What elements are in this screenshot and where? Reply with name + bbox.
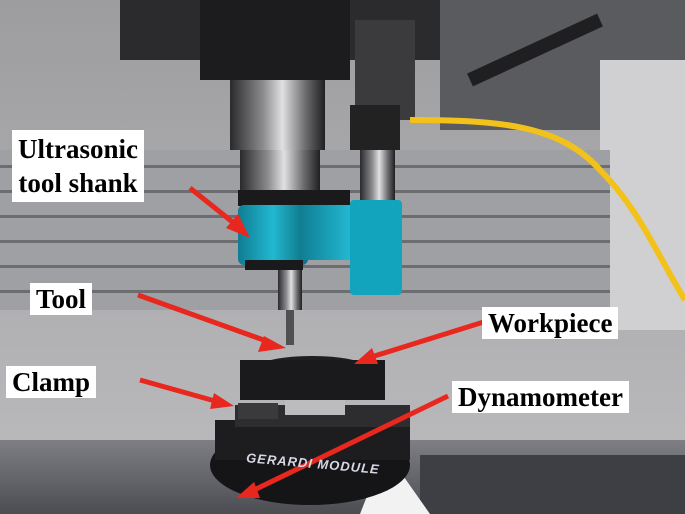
workpiece-body <box>240 360 385 400</box>
transducer-box <box>350 200 402 295</box>
clamp-block <box>238 403 278 419</box>
yellow-cable <box>409 117 685 302</box>
label-dynamometer: Dynamometer <box>452 381 629 413</box>
side-bracket <box>355 20 415 120</box>
spindle-nose <box>240 150 320 195</box>
tool-bit <box>286 310 294 345</box>
label-workpiece: Workpiece <box>482 307 619 339</box>
right-wall <box>600 60 685 330</box>
label-ultrasonic-line1: Ultrasonic <box>18 134 138 164</box>
annotation-arrows <box>137 186 491 498</box>
label-ultrasonic-line2: tool shank <box>18 168 138 198</box>
table-slots <box>420 455 685 514</box>
side-connector <box>350 105 400 150</box>
tool-collet <box>278 270 302 310</box>
label-clamp: Clamp <box>6 366 97 398</box>
ultrasonic-holder <box>238 205 308 265</box>
spindle-sleeve <box>230 80 325 150</box>
label-ultrasonic-tool-shank: Ultrasonic tool shank <box>12 130 144 202</box>
clamp-plate <box>235 405 410 427</box>
label-tool: Tool <box>30 283 93 315</box>
black-hose <box>467 13 603 87</box>
holder-ring <box>238 190 350 206</box>
holder-bottom-ring <box>245 260 303 270</box>
spindle-housing <box>200 0 350 80</box>
